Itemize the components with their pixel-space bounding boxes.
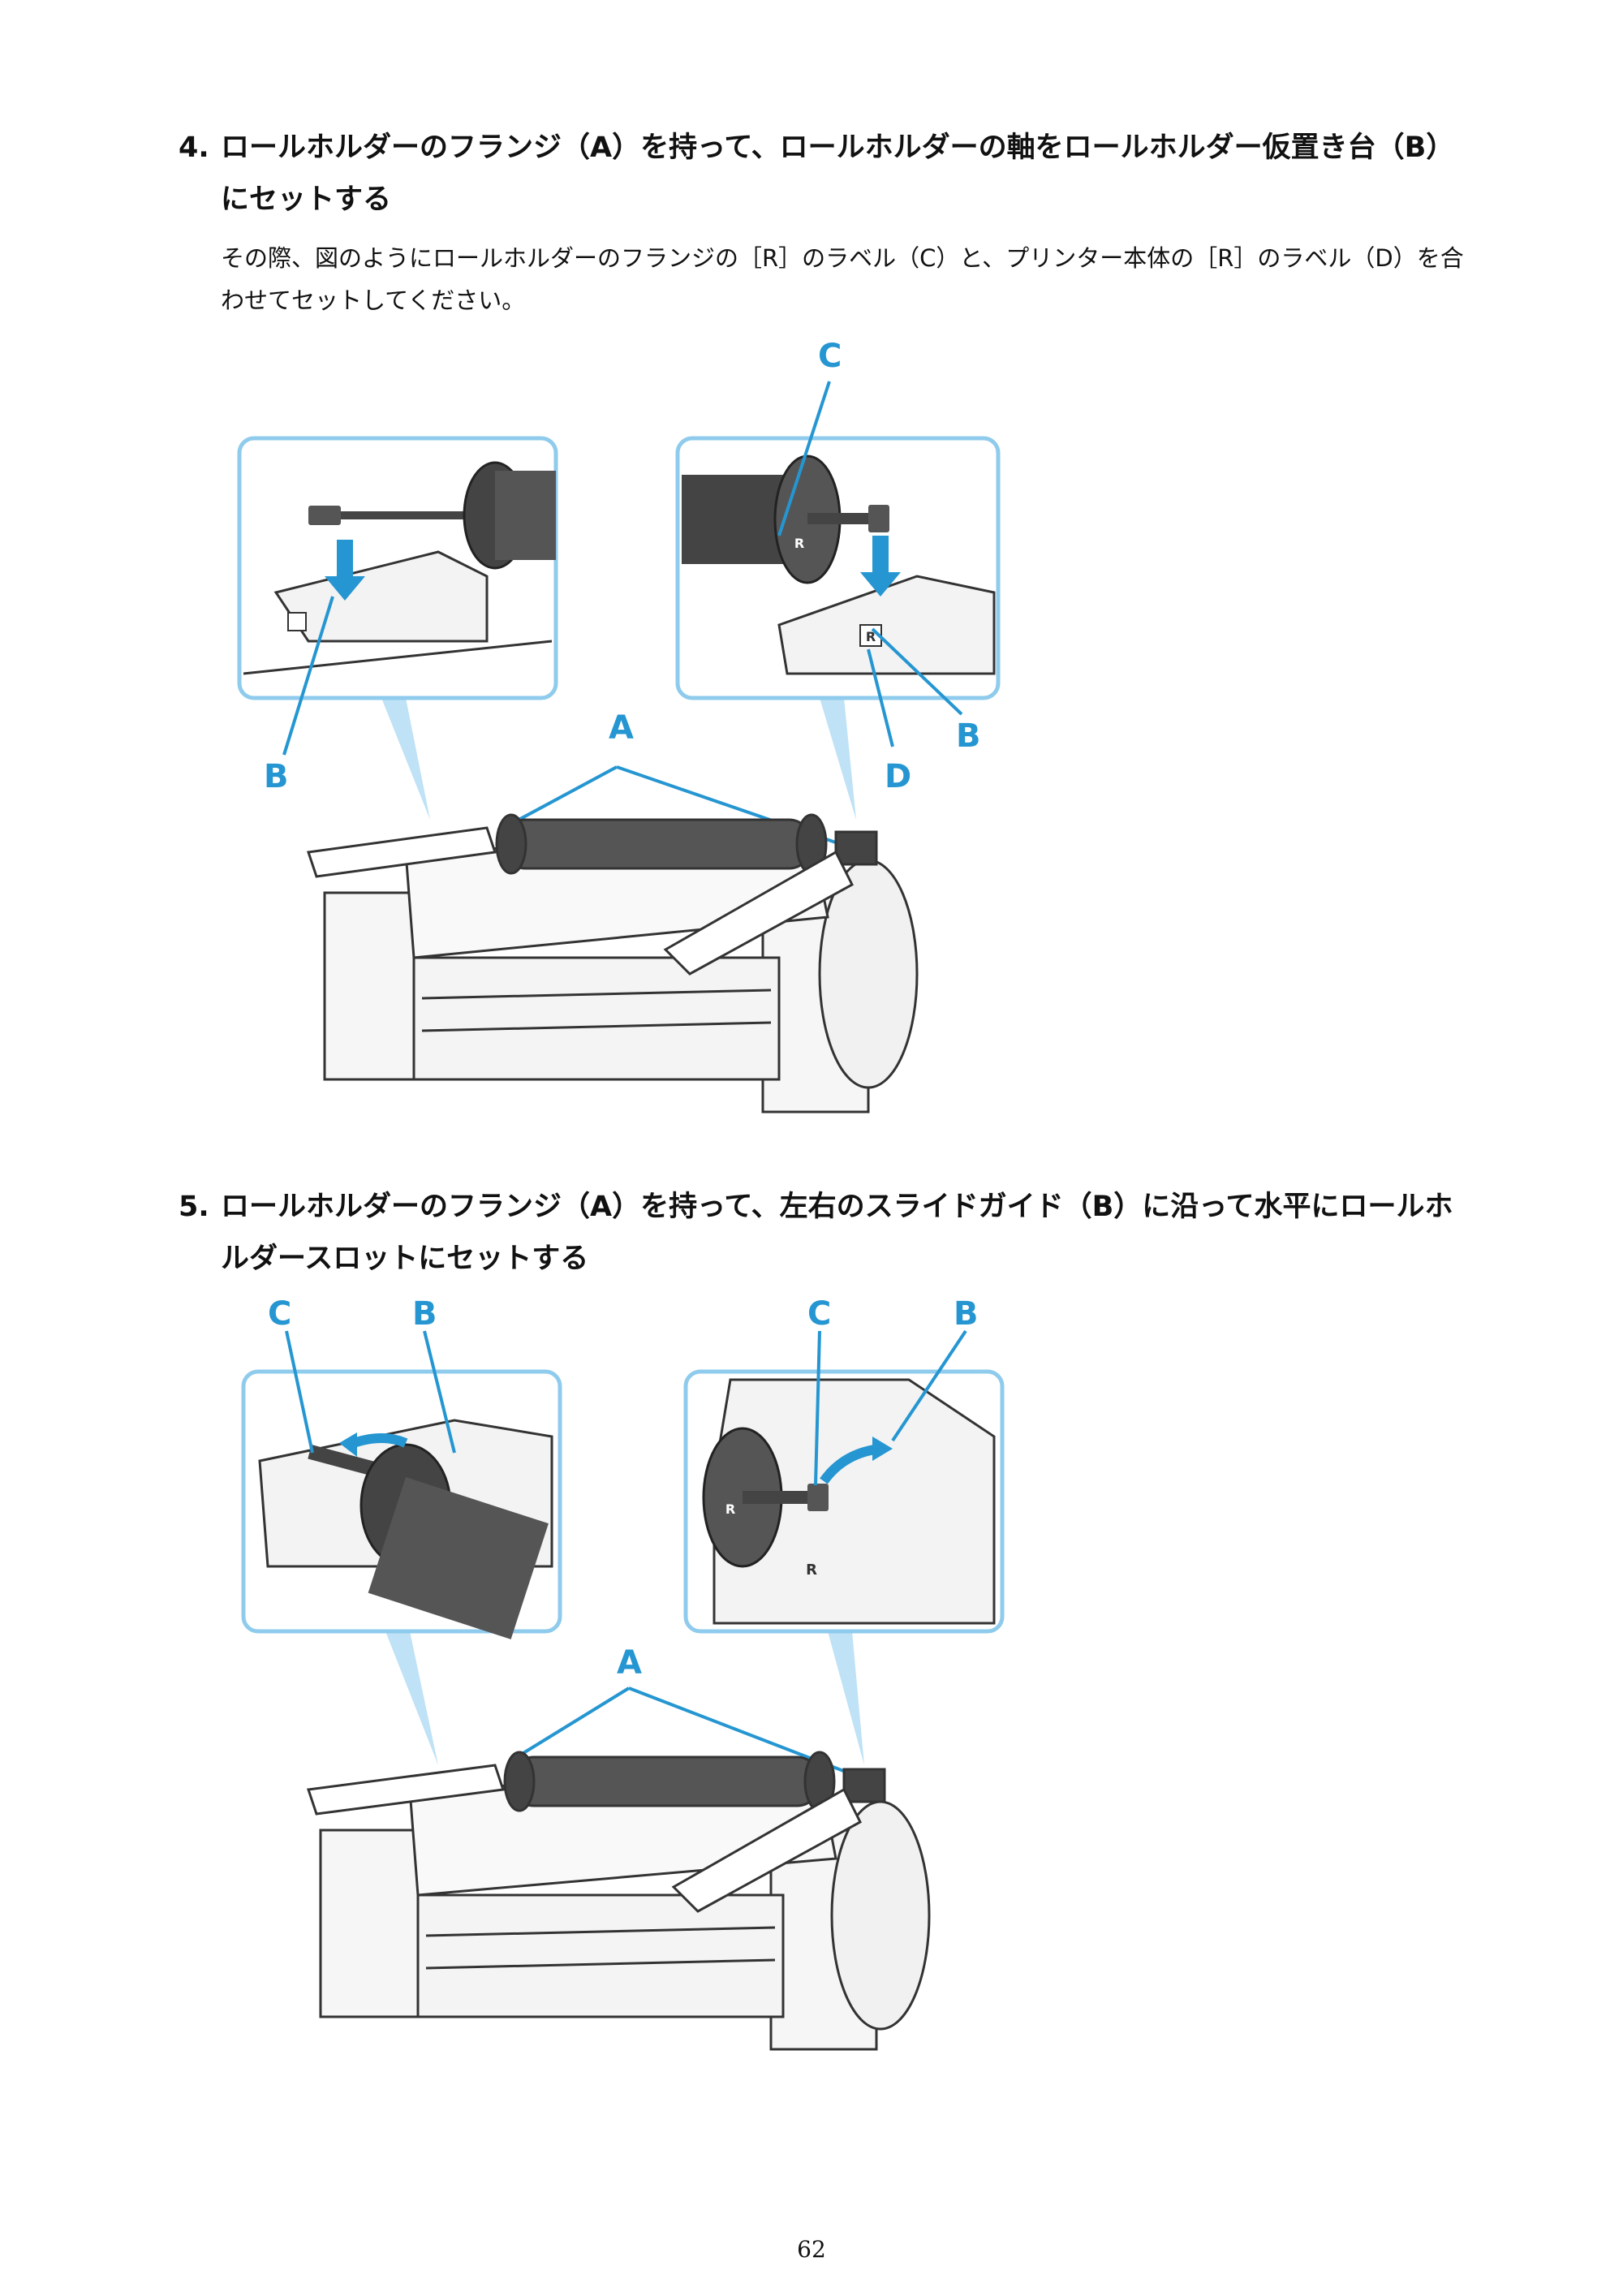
step-4-heading: 4. ロールホルダーのフランジ（A）を持って、ロールホルダーの軸をロールホルダー… (179, 122, 1477, 226)
callout-b-left: B (412, 1299, 437, 1333)
zoom-beam-left (385, 1631, 438, 1765)
callout-b-right: B (956, 717, 981, 755)
callout-a: A (609, 709, 634, 747)
step-number: 4. (179, 131, 209, 164)
zoom-inset-left (241, 1369, 562, 1639)
step-4: 4. ロールホルダーのフランジ（A）を持って、ロールホルダーの軸をロールホルダー… (179, 122, 1477, 321)
printer-illustration (307, 1751, 931, 2051)
callout-c-left: C (268, 1299, 291, 1333)
callout-c-right: C (807, 1299, 831, 1333)
flange-r-label: R (725, 1501, 735, 1517)
page-number: 62 (797, 2236, 826, 2263)
step-5: 5. ロールホルダーのフランジ（A）を持って、左右のスライドガイド（B）に沿って… (179, 1181, 1477, 1285)
step-title: ロールホルダーのフランジ（A）を持って、左右のスライドガイド（B）に沿って水平に… (221, 1191, 1453, 1275)
zoom-inset-left (237, 436, 558, 700)
callout-d: D (885, 758, 911, 795)
callout-c: C (818, 338, 842, 375)
zoom-beam-left (381, 698, 430, 820)
step-description: その際、図のようにロールホルダーのフランジの［R］のラベル（C）と、プリンター本… (221, 244, 1464, 314)
zoom-beam-right (828, 1631, 864, 1765)
callout-a: A (617, 1644, 642, 1682)
step-number: 5. (179, 1191, 209, 1223)
figure-step-5: R R C B C B A (241, 1299, 1005, 2051)
callout-b-right: B (954, 1299, 979, 1333)
callout-b-left: B (264, 758, 289, 795)
zoom-beam-right (820, 698, 856, 820)
figure-step-4: R R C A B B D (237, 338, 1001, 1114)
printer-r-label: R (866, 629, 876, 644)
printer-r-label: R (806, 1562, 817, 1579)
printer-illustration (307, 813, 919, 1114)
zoom-inset-right: R R (683, 1369, 1005, 1634)
zoom-inset-right: R R (675, 436, 1001, 700)
flange-r-label: R (794, 536, 804, 551)
step-5-heading: 5. ロールホルダーのフランジ（A）を持って、左右のスライドガイド（B）に沿って… (179, 1181, 1477, 1285)
step-title: ロールホルダーのフランジ（A）を持って、ロールホルダーの軸をロールホルダー仮置き… (221, 131, 1455, 216)
